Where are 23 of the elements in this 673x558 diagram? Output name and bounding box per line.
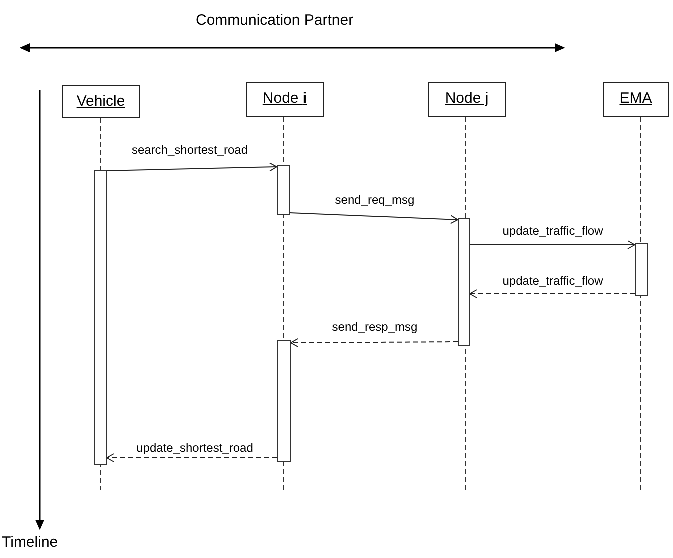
message-label: search_shortest_road (130, 143, 250, 157)
activation-bar (277, 165, 290, 215)
axis-label: Timeline (2, 534, 58, 551)
activation-bar (458, 218, 470, 346)
message-arrow (106, 162, 278, 172)
message-arrow (106, 454, 278, 462)
activation-bar (277, 340, 291, 462)
message-arrow (470, 290, 636, 298)
activation-bar (635, 243, 648, 296)
activation-bar (94, 170, 107, 465)
message-label: update_shortest_road (136, 441, 254, 455)
axis-label: Communication Partner (196, 12, 354, 29)
message-label: send_resp_msg (331, 320, 419, 334)
participant-box: Node i (246, 82, 324, 117)
participant-box: Vehicle (62, 85, 140, 118)
message-label: send_req_msg (334, 193, 416, 207)
message-arrow (470, 240, 636, 250)
message-arrow (290, 338, 458, 348)
message-label: update_traffic_flow (502, 224, 604, 238)
participant-box: Node j (428, 82, 506, 117)
participant-box: EMA (603, 82, 669, 117)
message-arrow (290, 212, 458, 224)
message-label: update_traffic_flow (502, 274, 604, 288)
